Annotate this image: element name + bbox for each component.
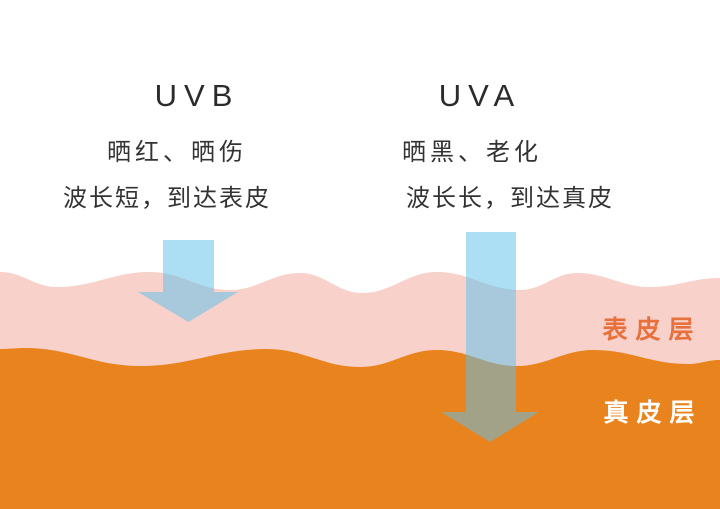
- dermis-layer-shape: [0, 348, 720, 509]
- epidermis-layer-label: 表皮层: [602, 316, 702, 344]
- uvb-effects-text: 晒红、晒伤: [107, 139, 247, 166]
- uva-effects-text: 晒黑、老化: [402, 139, 542, 166]
- uvb-arrow-icon: [138, 240, 238, 322]
- uva-arrow-icon: [441, 232, 539, 442]
- dermis-layer-label: 真皮层: [603, 399, 703, 427]
- uva-description-text: 波长长，到达真皮: [406, 185, 614, 212]
- uvb-title: UVB: [154, 78, 240, 113]
- uva-title: UVA: [438, 78, 522, 113]
- uvb-description-text: 波长短，到达表皮: [63, 185, 271, 212]
